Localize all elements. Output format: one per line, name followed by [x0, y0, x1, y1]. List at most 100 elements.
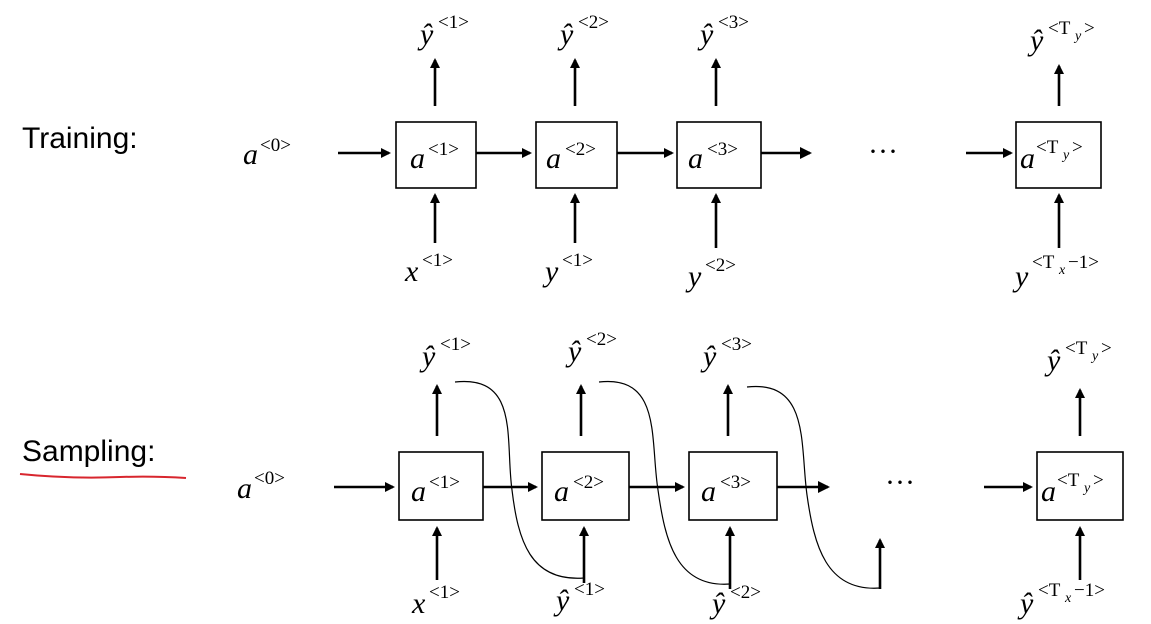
- training-output-Ty-sub: y: [1073, 29, 1082, 44]
- training-input-2: y <1>: [542, 250, 593, 288]
- training-output-3: ŷ <3>: [697, 12, 749, 51]
- sampling-a0-base: a: [237, 472, 252, 505]
- training-diagram: Training: a <0> ··· a <1> a <2> a <3>: [22, 12, 1102, 293]
- training-input-2-sup: <1>: [562, 250, 593, 271]
- training-cell-Ty-base: a: [1020, 142, 1035, 175]
- training-output-2: ŷ <2>: [557, 12, 609, 51]
- training-cell-Ty: a <T y >: [1015, 121, 1102, 189]
- sampling-output-Ty-sub: y: [1090, 349, 1099, 364]
- training-output-2-base: ŷ: [557, 18, 574, 51]
- sampling-input-2-base: ŷ: [553, 584, 570, 617]
- training-cell-1: a <1>: [395, 121, 477, 189]
- training-cell-2-sup: <2>: [565, 139, 596, 160]
- sampling-cell-2-base: a: [554, 475, 569, 508]
- training-a0-base: a: [243, 138, 258, 171]
- training-ellipsis: ···: [868, 135, 898, 168]
- sampling-input-Ty-base: ŷ: [1017, 587, 1034, 620]
- sampling-output-2-sup: <2>: [586, 329, 617, 350]
- sampling-cell-1-base: a: [411, 475, 426, 508]
- sampling-output-2-base: ŷ: [565, 335, 582, 368]
- sampling-output-Ty-sup: <T: [1065, 338, 1088, 359]
- sampling-a0-sup: <0>: [254, 468, 285, 489]
- sampling-cell-Ty: a <T y >: [1036, 451, 1124, 521]
- sampling-output-Ty: ŷ <T y >: [1044, 338, 1112, 377]
- sampling-input-Ty: ŷ <T x −1>: [1017, 580, 1105, 620]
- training-input-Ty-close: −1>: [1068, 252, 1099, 273]
- training-cell-1-base: a: [410, 142, 425, 175]
- training-input-1-sup: <1>: [422, 250, 453, 271]
- sampling-cell-3-base: a: [701, 475, 716, 508]
- sampling-cell-2-sup: <2>: [573, 472, 604, 493]
- training-cell-3-base: a: [688, 142, 703, 175]
- sampling-input-Ty-sub: x: [1064, 591, 1072, 606]
- training-input-3-base: y: [685, 260, 702, 293]
- training-input-Ty-sub: x: [1058, 263, 1066, 278]
- sampling-input-1: x <1>: [411, 582, 460, 620]
- training-cell-Ty-close: >: [1072, 137, 1083, 158]
- sampling-cell-1: a <1>: [398, 451, 484, 521]
- sampling-feedback-curve-1: [454, 380, 585, 579]
- sampling-label-red-underline: [19, 473, 187, 479]
- sampling-output-1-base: ŷ: [419, 340, 436, 373]
- training-cell-1-sup: <1>: [428, 139, 459, 160]
- sampling-cell-2: a <2>: [541, 451, 630, 521]
- sampling-input-3: ŷ <2>: [709, 582, 761, 620]
- sampling-output-1: ŷ <1>: [419, 334, 471, 373]
- sampling-input-1-base: x: [411, 587, 426, 620]
- sampling-output-3-base: ŷ: [700, 340, 717, 373]
- sampling-cell-3-sup: <3>: [720, 472, 751, 493]
- training-arrow-a3-out-head: [800, 147, 812, 159]
- sampling-diagram: Sampling: a <0> ··· a <1> a <2> a <3>: [19, 329, 1124, 620]
- sampling-input-Ty-sup: <T: [1038, 580, 1061, 601]
- sampling-input-3-sup: <2>: [730, 582, 761, 603]
- training-input-1: x <1>: [404, 250, 453, 288]
- training-cell-2: a <2>: [535, 121, 618, 189]
- training-input-Ty: y <T x −1>: [1012, 252, 1099, 293]
- sampling-output-1-sup: <1>: [440, 334, 471, 355]
- training-input-Ty-base: y: [1012, 260, 1029, 293]
- sampling-input-3-base: ŷ: [709, 587, 726, 620]
- sampling-input-1-sup: <1>: [429, 582, 460, 603]
- sampling-input-2: ŷ <1>: [553, 579, 605, 617]
- training-cell-Ty-sup: <T: [1036, 137, 1059, 158]
- training-input-3: y <2>: [685, 255, 736, 293]
- training-output-1: ŷ <1>: [417, 12, 469, 51]
- sampling-output-Ty-base: ŷ: [1044, 344, 1061, 377]
- sampling-input-2-sup: <1>: [574, 579, 605, 600]
- sampling-cell-Ty-sub: y: [1082, 481, 1091, 496]
- training-input-1-base: x: [404, 255, 419, 288]
- training-input-2-base: y: [542, 255, 559, 288]
- sampling-cell-3: a <3>: [688, 451, 778, 521]
- sampling-label: Sampling:: [22, 435, 155, 468]
- training-label: Training:: [22, 122, 138, 155]
- training-output-Ty-base: ŷ: [1027, 24, 1044, 57]
- sampling-arrow-a3-out-head: [818, 481, 830, 493]
- sampling-ellipsis: ···: [885, 466, 915, 499]
- training-output-Ty-sup: <T: [1048, 18, 1071, 39]
- training-cell-3-sup: <3>: [707, 139, 738, 160]
- sampling-output-3: ŷ <3>: [700, 334, 752, 373]
- training-output-2-sup: <2>: [578, 12, 609, 33]
- sampling-initial-state: a <0>: [237, 468, 285, 505]
- training-output-Ty: ŷ <T y >: [1027, 18, 1095, 57]
- training-output-1-base: ŷ: [417, 18, 434, 51]
- training-initial-state: a <0>: [243, 135, 291, 171]
- training-output-Ty-close: >: [1084, 18, 1095, 39]
- sampling-cell-Ty-sup: <T: [1057, 470, 1080, 491]
- training-a0-sup: <0>: [260, 135, 291, 156]
- training-output-3-sup: <3>: [718, 12, 749, 33]
- sampling-cell-1-sup: <1>: [429, 472, 460, 493]
- sampling-input-Ty-close: −1>: [1074, 580, 1105, 601]
- sampling-feedback-curve-3: [746, 385, 881, 589]
- training-output-1-sup: <1>: [438, 12, 469, 33]
- sampling-output-2: ŷ <2>: [565, 329, 617, 368]
- sampling-output-Ty-close: >: [1101, 338, 1112, 359]
- sampling-output-3-sup: <3>: [721, 334, 752, 355]
- sampling-feedback-curve-2: [598, 380, 731, 585]
- sampling-cell-Ty-close: >: [1093, 470, 1104, 491]
- training-input-Ty-sup: <T: [1032, 252, 1055, 273]
- sampling-cell-Ty-base: a: [1041, 475, 1056, 508]
- training-cell-Ty-sub: y: [1061, 148, 1070, 163]
- training-cell-3: a <3>: [676, 121, 762, 189]
